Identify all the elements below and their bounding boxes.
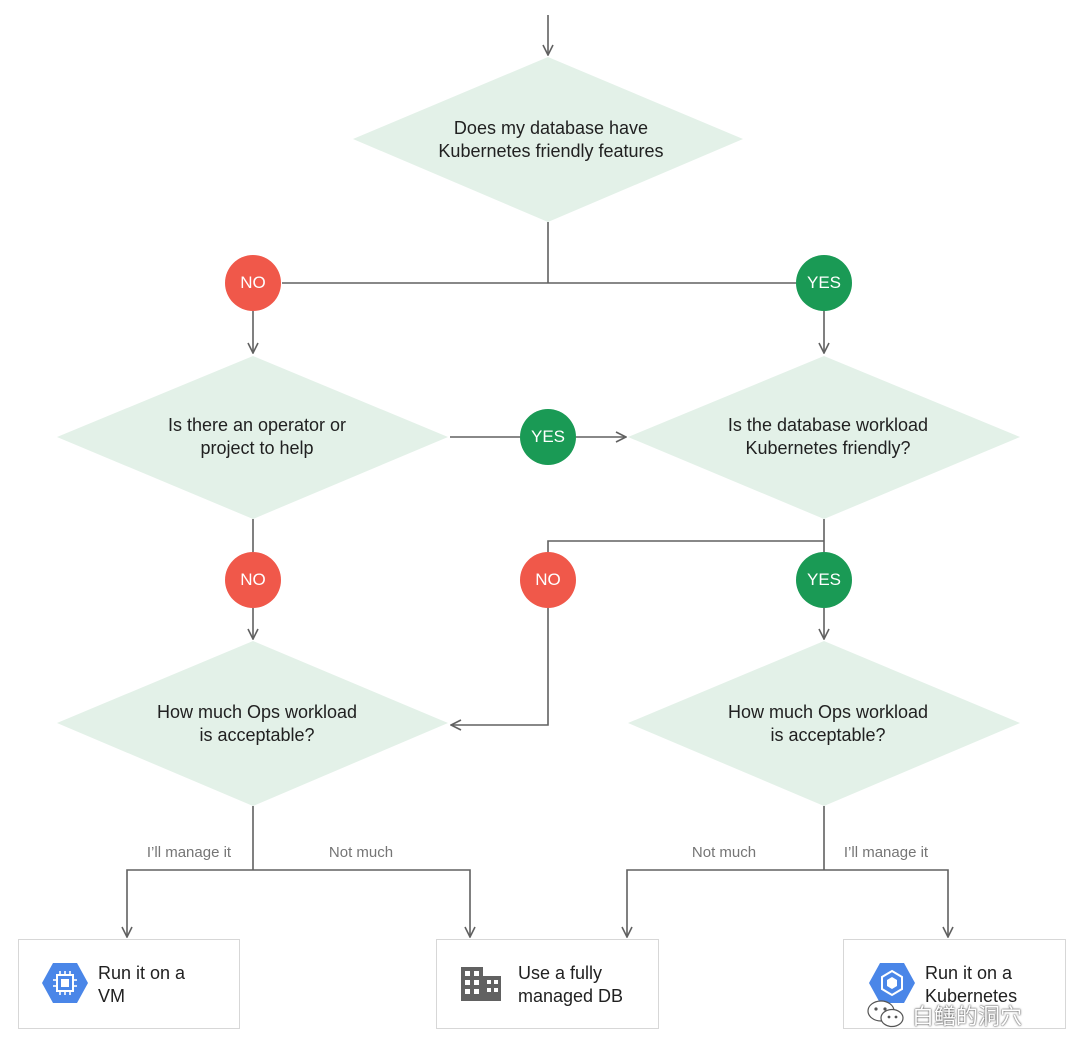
answer-yes-1-label: YES	[806, 273, 842, 292]
ops-right-notmuch-arrow	[627, 869, 824, 937]
edge-left-manage-label: I’ll manage it	[146, 844, 232, 861]
ops-left-notmuch-arrow	[253, 869, 470, 937]
workload-no-branch	[547, 540, 824, 552]
answer-no-3-label: NO	[535, 570, 561, 589]
answer-no-2-label: NO	[240, 570, 266, 589]
edge-right-manage-label: I’ll manage it	[843, 844, 929, 861]
building-icon	[461, 967, 501, 1001]
decision-ops-right-shape	[628, 641, 1020, 806]
answer-yes-1-circle	[796, 255, 852, 311]
edge-left-notmuch-label: Not much	[328, 844, 394, 861]
answer-no-2-circle	[225, 552, 281, 608]
decision-ops-left-shape	[57, 641, 448, 806]
ops-right-manage-arrow	[824, 869, 948, 937]
compute-engine-icon	[42, 963, 88, 1003]
answer-yes-middle-circle	[520, 409, 576, 465]
answer-no-3-circle	[520, 552, 576, 608]
decision-workload-friendly-shape	[628, 356, 1020, 519]
workload-no-arrow	[451, 608, 549, 725]
answer-yes-2-circle	[796, 552, 852, 608]
answer-no-1-circle	[225, 255, 281, 311]
answer-yes-2-label: YES	[806, 570, 842, 589]
decision-operator-shape	[57, 356, 448, 519]
answer-yes-middle-label: YES	[530, 427, 566, 446]
kubernetes-engine-icon	[869, 963, 915, 1003]
ops-left-manage-arrow	[127, 869, 253, 937]
decision-top-shape	[353, 57, 743, 222]
watermark-text: 白鳝的洞穴	[912, 1004, 1023, 1029]
wechat-icon	[867, 1000, 904, 1028]
answer-no-1-label: NO	[240, 273, 266, 292]
edge-right-notmuch-label: Not much	[691, 844, 757, 861]
